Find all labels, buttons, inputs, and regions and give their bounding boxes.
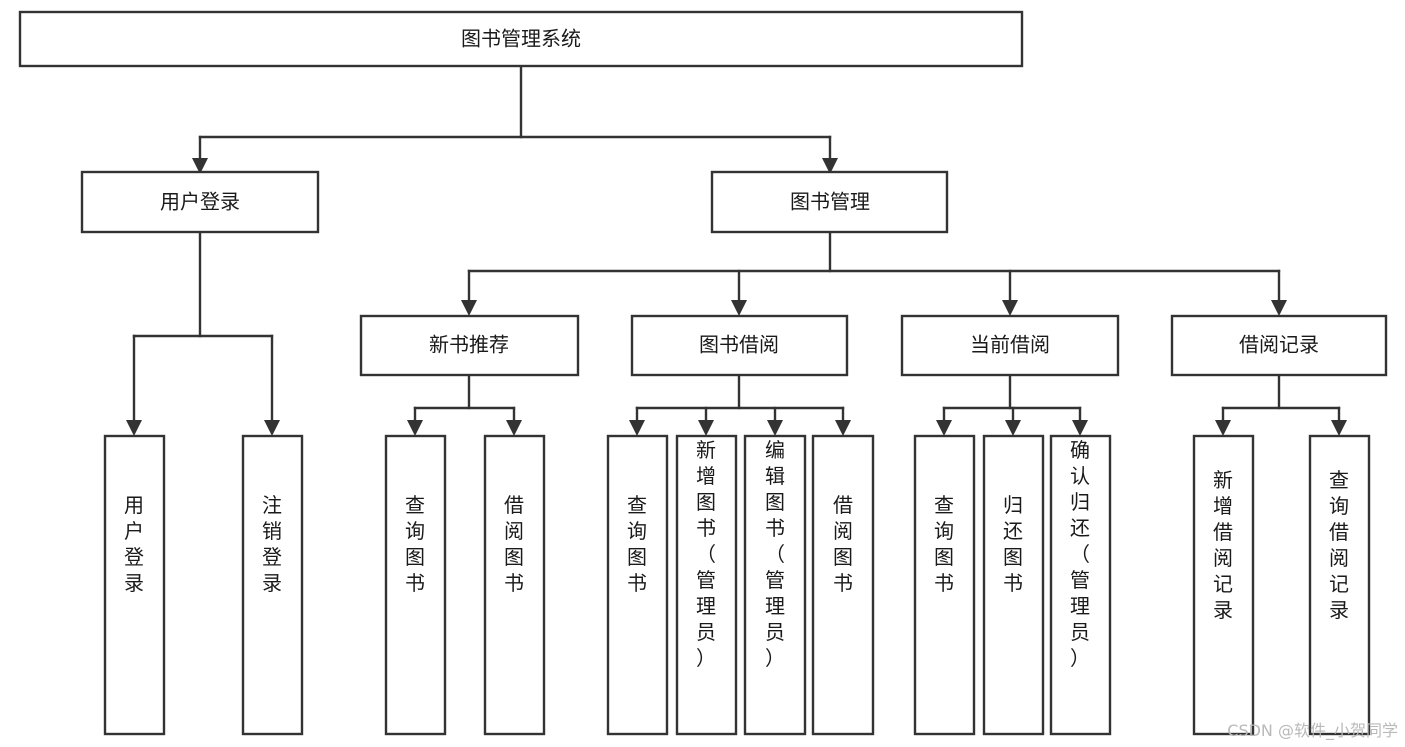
node-book-borrow-box[interactable] [630,314,849,377]
csdn-watermark: CSDN @软件_小贺同学 [1227,721,1398,741]
leaf-nb-borrow-book-label: 借阅图书 [504,493,524,595]
arrow-head-bb-leaf-2 [698,420,714,436]
node-book-management-label: 图书管理 [790,190,870,214]
leaf-bb-add-book[interactable]: 新增图书（管理员） [675,434,738,736]
node-current-borrow-label: 当前借阅 [970,333,1050,357]
leaf-br-add-record-box[interactable] [1192,434,1255,736]
leaf-bb-borrow-book[interactable]: 借阅图书 [811,434,875,736]
node-current-borrow[interactable]: 当前借阅 [900,314,1120,377]
leaf-logout-box[interactable] [241,434,304,736]
arrow-head-bb-leaf-4 [835,420,851,436]
arrow-head-bb-leaf-1 [629,420,645,436]
node-current-borrow-box[interactable] [900,314,1120,377]
node-new-book-recommend-box[interactable] [359,314,580,377]
arrow-head-cb-leaf-3 [1072,420,1088,436]
leaf-bb-edit-book-box[interactable] [743,434,807,736]
arrow-head-borrow-record [1271,300,1287,316]
arrow-head-br-leaf-2 [1331,420,1347,436]
leaf-user-login-label: 用户登录 [124,493,144,595]
leaf-cb-query-book[interactable]: 查询图书 [913,434,976,736]
leaf-bb-add-book-box[interactable] [675,434,738,736]
node-borrow-record-box[interactable] [1170,314,1388,377]
arrow-head-book-mgmt [822,158,838,174]
node-book-management[interactable]: 图书管理 [710,170,949,234]
leaf-bb-add-book-label: 新增图书（管理员） [696,438,716,670]
leaf-cb-confirm-return-box[interactable] [1049,434,1112,736]
node-new-book-recommend-label: 新书推荐 [429,333,509,357]
arrow-head-cb-leaf-1 [936,420,952,436]
leaf-cb-return-book[interactable]: 归还图书 [982,434,1045,736]
leaf-user-login-box[interactable] [103,434,166,736]
arrow-head-bb-leaf-3 [767,420,783,436]
leaf-cb-confirm-return-label: 确认归还（管理员） [1070,438,1090,670]
connector-layer [126,64,1347,436]
node-borrow-record-label: 借阅记录 [1239,333,1319,357]
leaf-nb-borrow-book-box[interactable] [483,434,546,736]
arrow-head-nb-leaf-2 [506,420,522,436]
leaf-cb-query-book-label: 查询图书 [934,493,954,595]
leaf-cb-return-book-label: 归还图书 [1003,493,1023,595]
node-root-box[interactable] [18,10,1024,68]
leaf-nb-query-book-label: 查询图书 [405,493,425,595]
leaf-cb-return-book-box[interactable] [982,434,1045,736]
leaf-cb-query-book-box[interactable] [913,434,976,736]
leaf-nb-borrow-book[interactable]: 借阅图书 [483,434,546,736]
leaf-br-add-record-label: 新增借阅记录 [1213,468,1233,622]
node-user-login[interactable]: 用户登录 [80,170,320,234]
node-book-borrow-label: 图书借阅 [699,333,779,357]
arrow-head-cb-leaf-2 [1005,420,1021,436]
arrow-head-book-borrow [731,300,747,316]
leaf-bb-borrow-book-box[interactable] [811,434,875,736]
leaf-bb-borrow-book-label: 借阅图书 [833,493,853,595]
node-borrow-record[interactable]: 借阅记录 [1170,314,1388,377]
leaf-br-query-record[interactable]: 查询借阅记录 [1308,434,1371,736]
leaf-cb-confirm-return[interactable]: 确认归还（管理员） [1049,434,1112,736]
leaf-logout[interactable]: 注销登录 [241,434,304,736]
node-book-management-box[interactable] [710,170,949,234]
arrow-head-leaf-logout [264,420,280,436]
leaf-user-login[interactable]: 用户登录 [103,434,166,736]
node-book-borrow[interactable]: 图书借阅 [630,314,849,377]
leaf-br-query-record-box[interactable] [1308,434,1371,736]
leaf-bb-edit-book-label: 编辑图书（管理员） [765,438,785,670]
node-user-login-label: 用户登录 [160,190,240,214]
leaf-bb-query-book[interactable]: 查询图书 [606,434,669,736]
node-user-login-box[interactable] [80,170,320,234]
node-root-label: 图书管理系统 [461,27,581,51]
arrow-head-new-book [461,300,477,316]
leaf-br-add-record[interactable]: 新增借阅记录 [1192,434,1255,736]
leaf-logout-label: 注销登录 [262,493,282,595]
leaf-br-query-record-label: 查询借阅记录 [1329,468,1349,622]
node-root[interactable]: 图书管理系统 [18,10,1024,68]
leaf-nb-query-book[interactable]: 查询图书 [384,434,447,736]
leaf-bb-edit-book[interactable]: 编辑图书（管理员） [743,434,807,736]
arrow-head-leaf-user-login [126,420,142,436]
leaf-bb-query-book-label: 查询图书 [627,493,647,595]
node-new-book-recommend[interactable]: 新书推荐 [359,314,580,377]
leaf-bb-query-book-box[interactable] [606,434,669,736]
leaf-nb-query-book-box[interactable] [384,434,447,736]
arrow-head-br-leaf-1 [1215,420,1231,436]
arrow-head-user-login [192,158,208,174]
arrow-head-nb-leaf-1 [407,420,423,436]
arrow-head-current-borrow [1002,300,1018,316]
